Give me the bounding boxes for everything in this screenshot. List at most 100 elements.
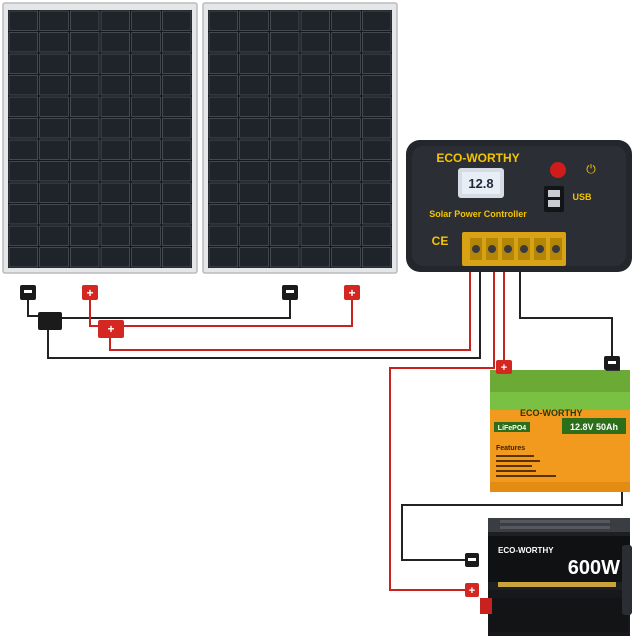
solar-cells-grid xyxy=(208,10,392,268)
solar-cell xyxy=(100,10,130,31)
solar-cell xyxy=(270,225,300,246)
solar-cell xyxy=(131,118,161,139)
solar-cell xyxy=(131,182,161,203)
solar-cell xyxy=(162,10,192,31)
solar-cell xyxy=(8,53,38,74)
solar-panel-left xyxy=(2,2,198,274)
battery-connector-black xyxy=(604,356,620,370)
battery-connector-red: + xyxy=(496,360,512,374)
solar-cell xyxy=(8,182,38,203)
solar-cell xyxy=(131,204,161,225)
mc4-connector-red: + xyxy=(344,285,360,300)
solar-cell xyxy=(300,204,330,225)
solar-cell xyxy=(300,32,330,53)
solar-cell xyxy=(300,161,330,182)
solar-cell xyxy=(8,118,38,139)
usb-ports xyxy=(544,186,564,212)
solar-cell xyxy=(239,139,269,160)
solar-cell xyxy=(8,139,38,160)
solar-cell xyxy=(362,247,392,268)
solar-cell xyxy=(70,182,100,203)
solar-cell xyxy=(208,32,238,53)
solar-cell xyxy=(362,75,392,96)
solar-cell xyxy=(362,96,392,117)
solar-cell xyxy=(39,204,69,225)
solar-cell xyxy=(239,247,269,268)
solar-cell xyxy=(362,118,392,139)
solar-cell xyxy=(300,96,330,117)
solar-cell xyxy=(300,139,330,160)
solar-cell xyxy=(70,53,100,74)
solar-cell xyxy=(300,247,330,268)
solar-cell xyxy=(270,161,300,182)
solar-cell xyxy=(100,96,130,117)
solar-cell xyxy=(131,225,161,246)
solar-cell xyxy=(162,32,192,53)
solar-cell xyxy=(8,161,38,182)
solar-cell xyxy=(100,182,130,203)
solar-cell xyxy=(100,204,130,225)
solar-cell xyxy=(8,75,38,96)
solar-cell xyxy=(270,118,300,139)
solar-cell xyxy=(208,118,238,139)
terminal-screw-head xyxy=(488,245,496,253)
inverter-power: 600W xyxy=(568,557,620,579)
solar-cell xyxy=(208,247,238,268)
terminal-screw-head xyxy=(536,245,544,253)
solar-cell xyxy=(300,118,330,139)
controller-display-value: 12.8 xyxy=(468,176,493,191)
solar-cell xyxy=(39,96,69,117)
solar-cell xyxy=(8,225,38,246)
svg-text:+: + xyxy=(107,322,114,336)
solar-cell xyxy=(39,161,69,182)
solar-cell xyxy=(162,247,192,268)
y-branch-connector-red: + xyxy=(98,320,124,338)
solar-cell xyxy=(208,161,238,182)
solar-cell xyxy=(331,96,361,117)
solar-cell xyxy=(362,10,392,31)
solar-cell xyxy=(8,96,38,117)
solar-cell xyxy=(162,53,192,74)
solar-cell xyxy=(331,139,361,160)
solar-cell xyxy=(208,75,238,96)
solar-cell xyxy=(100,75,130,96)
solar-cell xyxy=(300,53,330,74)
solar-cell xyxy=(162,75,192,96)
solar-cell xyxy=(70,139,100,160)
power-icon: ⏻ xyxy=(586,162,596,176)
solar-cell xyxy=(239,96,269,117)
solar-cell xyxy=(162,161,192,182)
solar-cell xyxy=(131,247,161,268)
solar-cell xyxy=(270,204,300,225)
solar-cell xyxy=(39,139,69,160)
solar-cell xyxy=(100,32,130,53)
solar-cell xyxy=(131,75,161,96)
solar-cell xyxy=(70,204,100,225)
solar-cell xyxy=(270,10,300,31)
solar-cell xyxy=(300,75,330,96)
solar-cell xyxy=(39,182,69,203)
solar-cell xyxy=(131,32,161,53)
solar-cell xyxy=(39,53,69,74)
solar-cell xyxy=(362,204,392,225)
y-branch-connector-black xyxy=(38,312,62,330)
solar-cell xyxy=(70,96,100,117)
controller-brand: ECO-WORTHY xyxy=(436,151,519,165)
solar-cell xyxy=(39,225,69,246)
solar-cell xyxy=(131,96,161,117)
charge-controller: ECO-WORTHY 12.8 ⏻ USB Solar Power Contro… xyxy=(406,140,632,272)
solar-cell xyxy=(300,225,330,246)
solar-cell xyxy=(208,225,238,246)
solar-cell xyxy=(70,75,100,96)
solar-cell xyxy=(239,10,269,31)
svg-text:+: + xyxy=(86,286,93,300)
solar-cell xyxy=(270,32,300,53)
solar-cell xyxy=(331,182,361,203)
solar-cell xyxy=(362,32,392,53)
solar-panel-right xyxy=(202,2,398,274)
solar-cell xyxy=(300,10,330,31)
inverter-connector-red: + xyxy=(465,583,479,597)
solar-cell xyxy=(39,247,69,268)
solar-cell xyxy=(162,182,192,203)
